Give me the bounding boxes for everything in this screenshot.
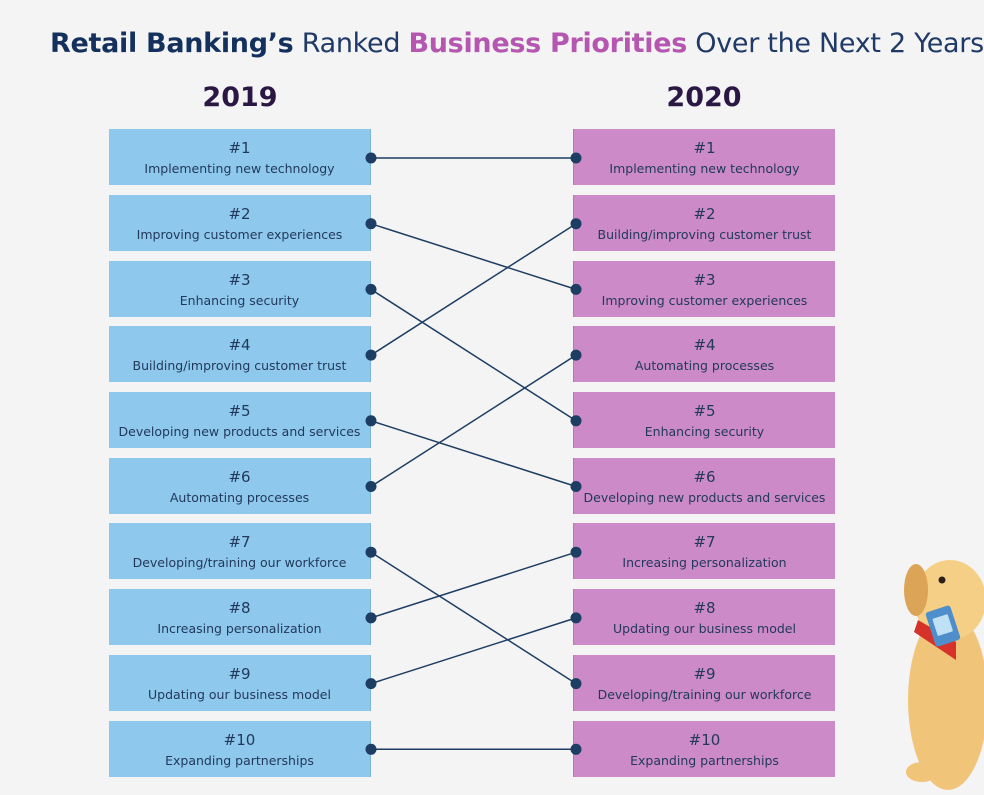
- left-label-4: Building/improving customer trust: [132, 358, 347, 373]
- right-label-5: Enhancing security: [644, 424, 765, 439]
- left-label-6: Automating processes: [169, 490, 310, 505]
- right-rank-8: #8: [693, 599, 716, 617]
- right-rank-3: #3: [693, 271, 716, 289]
- left-rank-1: #1: [228, 139, 251, 157]
- right-rank-7: #7: [693, 533, 716, 551]
- right-label-4: Automating processes: [634, 358, 775, 373]
- link-line-3: [370, 288, 577, 422]
- right-label-9: Developing/training our workforce: [597, 687, 812, 702]
- link-line-8: [370, 551, 577, 619]
- left-label-5: Developing new products and services: [118, 424, 361, 439]
- link-line-5: [370, 420, 577, 488]
- right-label-10: Expanding partnerships: [630, 753, 779, 768]
- left-label-8: Increasing personalization: [157, 621, 322, 636]
- right-label-7: Increasing personalization: [622, 555, 787, 570]
- right-rank-2: #2: [693, 205, 716, 223]
- left-label-3: Enhancing security: [179, 293, 300, 308]
- right-rank-4: #4: [693, 336, 716, 354]
- right-label-8: Updating our business model: [613, 621, 796, 636]
- link-line-9: [370, 617, 577, 685]
- right-label-1: Implementing new technology: [609, 161, 800, 176]
- year-2019-heading: 2019: [202, 82, 278, 113]
- left-rank-9: #9: [228, 665, 251, 683]
- link-line-4: [370, 223, 577, 356]
- link-line-7: [370, 551, 577, 685]
- left-rank-3: #3: [228, 271, 251, 289]
- left-rank-8: #8: [228, 599, 251, 617]
- left-rank-6: #6: [228, 468, 251, 486]
- left-rank-4: #4: [228, 336, 251, 354]
- title-part-4: Over the Next 2 Years: [687, 28, 984, 59]
- left-rank-2: #2: [228, 205, 251, 223]
- left-label-7: Developing/training our workforce: [132, 555, 347, 570]
- left-label-2: Improving customer experiences: [136, 227, 343, 242]
- title-part-3: Business Priorities: [408, 28, 687, 59]
- right-rank-5: #5: [693, 402, 716, 420]
- right-label-6: Developing new products and services: [583, 490, 826, 505]
- left-rank-7: #7: [228, 533, 251, 551]
- link-line-2: [370, 222, 577, 291]
- right-rank-1: #1: [693, 139, 716, 157]
- link-line-6: [370, 354, 577, 488]
- title-part-1: Retail Banking’s: [50, 28, 294, 59]
- right-rank-6: #6: [693, 468, 716, 486]
- left-rank-5: #5: [228, 402, 251, 420]
- dog-mascot-icon: [904, 560, 984, 790]
- year-2020-heading: 2020: [666, 82, 742, 113]
- right-label-3: Improving customer experiences: [601, 293, 808, 308]
- left-label-9: Updating our business model: [148, 687, 331, 702]
- left-rank-10: #10: [223, 731, 256, 749]
- left-label-10: Expanding partnerships: [165, 753, 314, 768]
- left-label-1: Implementing new technology: [144, 161, 335, 176]
- title-part-2: Ranked: [293, 28, 409, 59]
- right-rank-10: #10: [688, 731, 721, 749]
- page-title: Retail Banking’s Ranked Business Priorit…: [50, 28, 984, 59]
- right-label-2: Building/improving customer trust: [597, 227, 812, 242]
- right-rank-9: #9: [693, 665, 716, 683]
